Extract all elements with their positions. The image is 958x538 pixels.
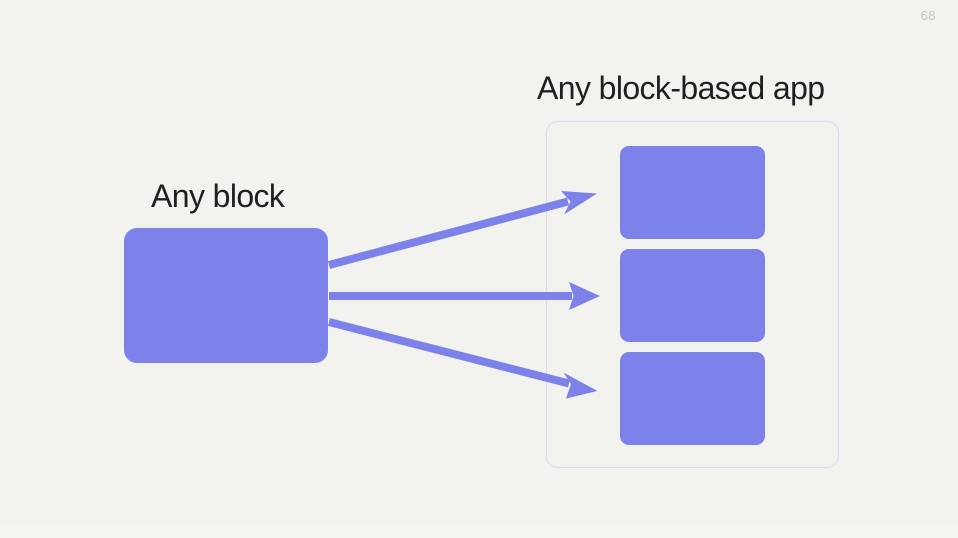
slide-bottom-band [0, 522, 958, 538]
any-block-shape [124, 228, 328, 363]
page-title: Any block-based app [537, 70, 825, 106]
app-block-1-shape [620, 146, 765, 239]
app-block-2-shape [620, 249, 765, 342]
app-block-3-shape [620, 352, 765, 445]
source-block-label: Any block [151, 178, 285, 214]
page-number: 68 [920, 8, 936, 23]
